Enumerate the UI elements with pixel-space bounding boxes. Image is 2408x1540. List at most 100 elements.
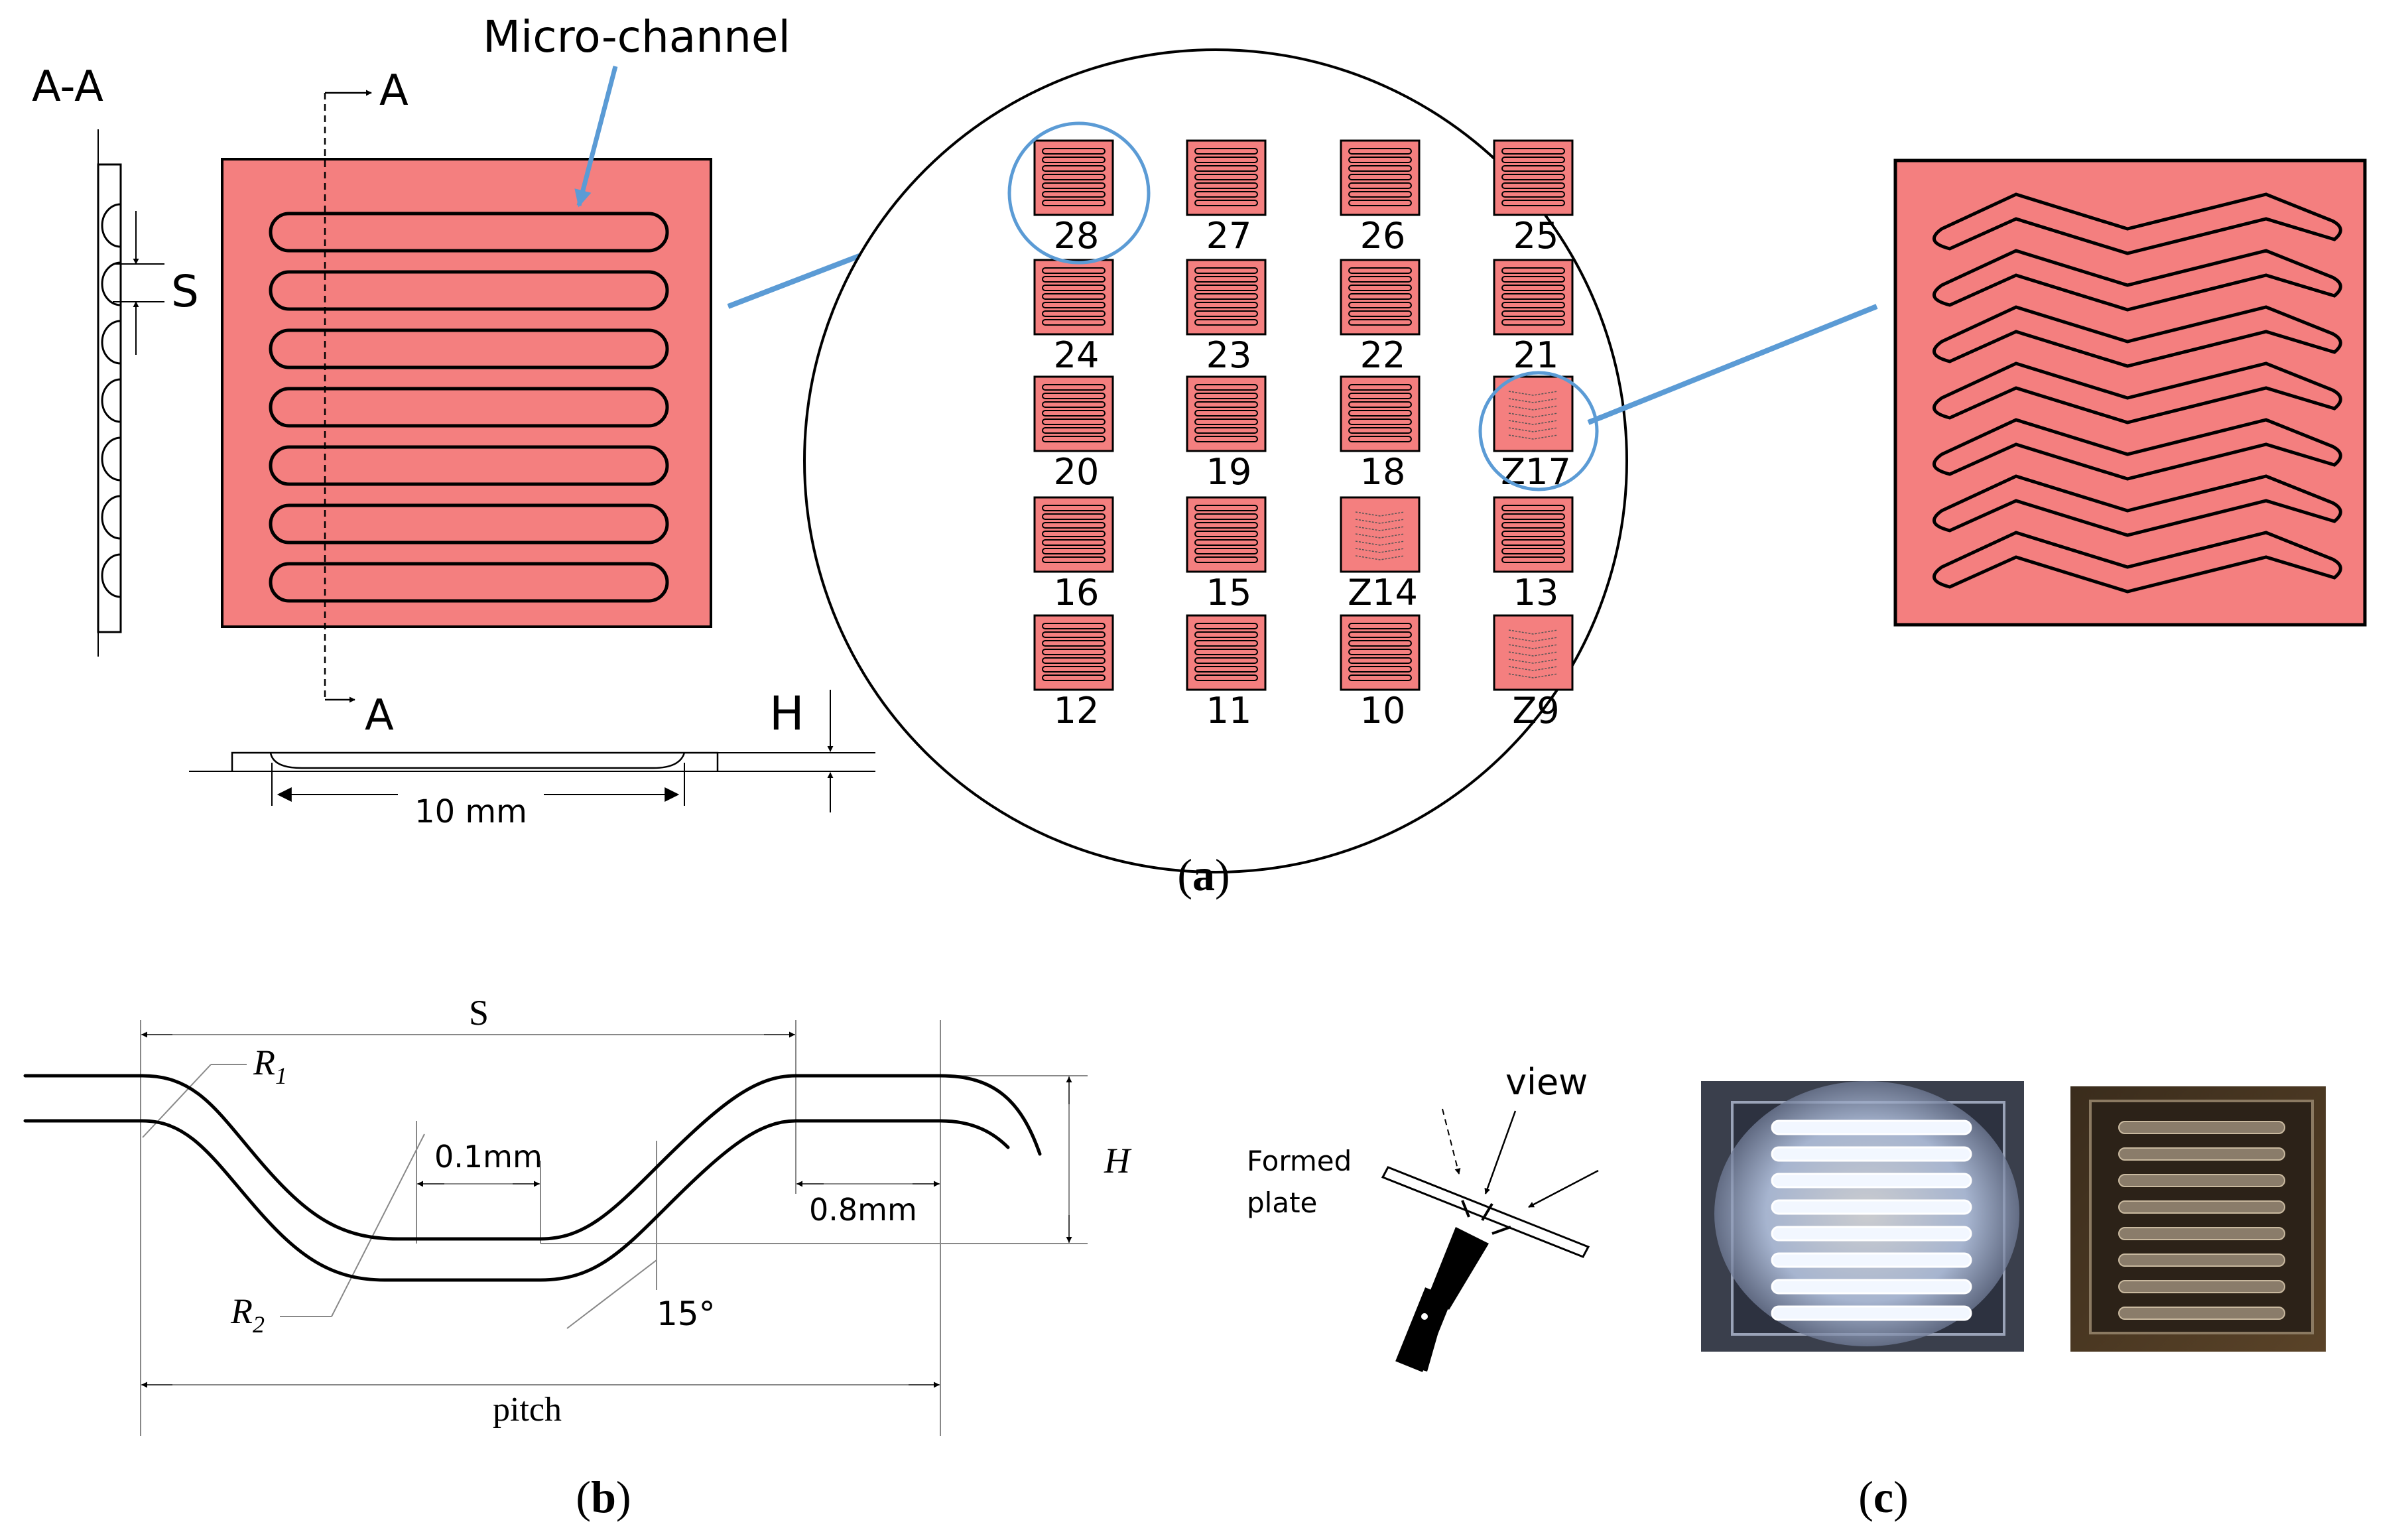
wafer-chip: 28 — [1033, 139, 1114, 257]
wafer-chip-channel — [1042, 191, 1106, 198]
dull-slot — [2118, 1174, 2285, 1187]
wafer-chip-channel — [1042, 401, 1106, 408]
wafer-chip-channel — [1348, 401, 1412, 408]
wafer-chip-channel — [1194, 157, 1258, 163]
wafer-chip-zigzag — [1508, 398, 1558, 403]
wafer-chip-channel — [1194, 640, 1258, 647]
cut-label-top: A — [379, 66, 409, 115]
wafer-chip-channel — [1348, 200, 1412, 206]
channel-loop — [269, 212, 669, 253]
wafer-chip-channel — [1348, 427, 1412, 434]
wafer-chip-zigzag — [1508, 651, 1558, 657]
wafer-chip-zigzag — [1355, 533, 1405, 539]
wafer-chip-channel — [1194, 548, 1258, 554]
channel-loop — [269, 562, 669, 603]
section-bump — [101, 203, 121, 248]
wafer-chip-plate — [1186, 375, 1267, 452]
wafer-chip-channel — [1042, 436, 1106, 442]
wafer-chip: 11 — [1186, 614, 1267, 732]
wafer-chip-channel — [1348, 293, 1412, 300]
wafer-chip-label: 11 — [1206, 690, 1252, 732]
wafer-chip-plate — [1186, 614, 1267, 691]
wafer-chip: 25 — [1493, 139, 1574, 257]
panel-a: A-A S A A Micro-channel — [32, 11, 2367, 900]
wafer-chip-channel — [1042, 623, 1106, 629]
wafer-chip-channel — [1194, 531, 1258, 537]
wafer-chip-channel — [1194, 539, 1258, 546]
wafer-chip-channel — [1348, 182, 1412, 189]
wafer-chip-channel — [1501, 522, 1565, 529]
wafer-chip-plate — [1340, 139, 1421, 216]
glow-slot — [1771, 1226, 1972, 1242]
radius-r1: R1 — [253, 1043, 287, 1089]
panel-c: Formed plate view — [1247, 1061, 2326, 1522]
wafer-chip-zigzag — [1355, 555, 1405, 560]
dull-slot — [2118, 1200, 2285, 1214]
wafer-chip-channel — [1194, 148, 1258, 155]
section-bump — [101, 553, 121, 598]
wafer-chip: Z14 — [1340, 496, 1421, 613]
wafer-chip: Z9 — [1493, 614, 1574, 732]
serpentine-channels — [269, 212, 669, 603]
wafer-chip-label: 26 — [1360, 215, 1406, 257]
wafer-chip-plate — [1186, 259, 1267, 336]
micro-channel-callout: Micro-channel — [483, 11, 791, 62]
wafer-chip-channel — [1194, 657, 1258, 664]
wafer-chip: 16 — [1033, 496, 1114, 613]
glow-slot — [1771, 1305, 1972, 1321]
wafer-chip-channel — [1194, 384, 1258, 391]
section-bump — [101, 436, 121, 481]
wafer-chip-channel — [1348, 384, 1412, 391]
wafer-chip-channel — [1042, 310, 1106, 317]
wafer-chip-channel — [1194, 427, 1258, 434]
wafer-chip-label: 15 — [1206, 572, 1252, 613]
flashlight-icon — [1395, 1200, 1511, 1372]
channel-loop — [269, 328, 669, 369]
wafer-chip: 10 — [1340, 614, 1421, 732]
wafer-chip-label: 25 — [1513, 215, 1559, 257]
wafer-chip-plate — [1033, 259, 1114, 336]
wafer-chip-channel — [1194, 319, 1258, 326]
wafer-chip-channel — [1042, 200, 1106, 206]
wafer-chip-channel — [1194, 556, 1258, 563]
cross-channel-profile — [269, 752, 686, 769]
wafer-chip-channel — [1501, 148, 1565, 155]
top-width-label: 0.8mm — [809, 1192, 917, 1228]
wafer-chip-channel — [1194, 285, 1258, 291]
cut-label-bottom: A — [365, 691, 394, 740]
wafer-chip-channel — [1348, 436, 1412, 442]
wafer-chip: 22 — [1340, 259, 1421, 376]
glow-slot — [1771, 1120, 1972, 1135]
wafer-chip-channel — [1348, 319, 1412, 326]
profile-pitch-s: S — [469, 993, 489, 1033]
wafer-chip-channel — [1194, 302, 1258, 308]
wafer-chip-channel — [1348, 640, 1412, 647]
glow-slot — [1771, 1173, 1972, 1188]
wafer-chip-plate — [1340, 496, 1421, 573]
wafer-chip-channel — [1501, 548, 1565, 554]
wafer-chip-channel — [1042, 182, 1106, 189]
view-arrow-2 — [1528, 1169, 1599, 1208]
cross-plate-outline — [231, 751, 719, 771]
wafer-chip-channel — [1194, 401, 1258, 408]
wafer-chip-label: 13 — [1513, 572, 1559, 613]
wafer-chip-channel — [1042, 548, 1106, 554]
wafer-chip-plate — [1493, 614, 1574, 691]
viewing-setup-illustration: Formed plate view — [1247, 1061, 1599, 1372]
highlight-ring-28 — [1007, 121, 1151, 265]
wafer-chip-channel — [1194, 200, 1258, 206]
wafer-chip-channel — [1042, 649, 1106, 655]
channel-loop — [269, 387, 669, 428]
wafer-chip-channel — [1348, 666, 1412, 673]
wafer-chip-channel — [1042, 427, 1106, 434]
wafer-chip-label: 21 — [1513, 334, 1559, 376]
wafer-chip-channel — [1194, 522, 1258, 529]
formed-plate-shape — [1381, 1166, 1590, 1258]
section-aa-view: A-A S — [32, 62, 199, 657]
wafer-chip-label: 10 — [1360, 690, 1406, 732]
flat-width-label: 0.1mm — [434, 1139, 542, 1175]
wafer-chip-zigzag — [1508, 413, 1558, 418]
wafer-chip-channel — [1348, 649, 1412, 655]
wafer-chip-channel — [1348, 393, 1412, 399]
